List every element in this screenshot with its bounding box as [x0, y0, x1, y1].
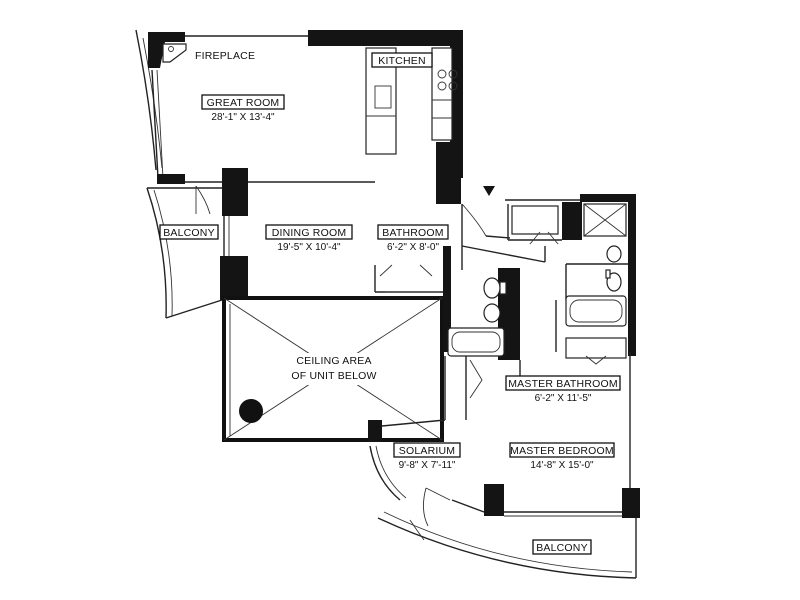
- svg-text:14'-8" X 15'-0": 14'-8" X 15'-0": [530, 460, 594, 471]
- svg-text:CEILING AREA: CEILING AREA: [296, 355, 371, 367]
- bedroom-walls: [368, 352, 640, 527]
- svg-text:GREAT ROOM: GREAT ROOM: [207, 97, 280, 109]
- svg-text:6'-2" X 8'-0": 6'-2" X 8'-0": [387, 242, 440, 253]
- solarium-label: SOLARIUM 9'-8" X 7'-11": [393, 442, 461, 471]
- svg-text:BALCONY: BALCONY: [536, 542, 588, 554]
- svg-text:KITCHEN: KITCHEN: [378, 55, 426, 67]
- kitchen-label: KITCHEN: [371, 52, 433, 68]
- fireplace-label: FIREPLACE: [195, 50, 255, 62]
- svg-text:BALCONY: BALCONY: [163, 227, 215, 239]
- bathroom-label: BATHROOM 6'-2" X 8'-0": [377, 224, 449, 253]
- svg-text:19'-5" X 10'-4": 19'-5" X 10'-4": [277, 242, 341, 253]
- svg-text:MASTER BATHROOM: MASTER BATHROOM: [508, 378, 618, 390]
- ceiling-area-label: CEILING AREA OF UNIT BELOW: [286, 353, 382, 385]
- svg-text:28'-1" X 13'-4": 28'-1" X 13'-4": [211, 112, 275, 123]
- svg-text:6'-2" X 11'-5": 6'-2" X 11'-5": [535, 393, 592, 404]
- master-bedroom-label: MASTER BEDROOM 14'-8" X 15'-0": [509, 442, 615, 471]
- svg-text:BATHROOM: BATHROOM: [382, 227, 444, 239]
- great-room-label: GREAT ROOM 28'-1" X 13'-4": [201, 94, 285, 123]
- great-room-walls: [148, 30, 463, 204]
- dining-walls: [195, 168, 248, 300]
- balcony-south-label: BALCONY: [532, 539, 592, 555]
- dining-room-label: DINING ROOM 19'-5" X 10'-4": [265, 224, 353, 253]
- svg-text:DINING ROOM: DINING ROOM: [272, 227, 347, 239]
- master-bath-walls: [505, 194, 636, 365]
- svg-text:MASTER BEDROOM: MASTER BEDROOM: [510, 445, 614, 457]
- fireplace: [162, 43, 187, 63]
- svg-text:OF UNIT BELOW: OF UNIT BELOW: [291, 370, 376, 382]
- master-bathroom-label: MASTER BATHROOM 6'-2" X 11'-5": [505, 375, 621, 404]
- bathroom-walls: [374, 246, 520, 360]
- circle-marker-icon: [239, 399, 263, 423]
- svg-text:9'-8" X 7'-11": 9'-8" X 7'-11": [399, 460, 456, 471]
- south-balcony: [377, 511, 637, 579]
- entry-arrow-icon: [483, 186, 495, 196]
- balcony-west-label: BALCONY: [159, 224, 219, 240]
- svg-text:SOLARIUM: SOLARIUM: [399, 445, 455, 457]
- entry-area: [461, 203, 546, 270]
- west-curved-glazing: [135, 29, 223, 319]
